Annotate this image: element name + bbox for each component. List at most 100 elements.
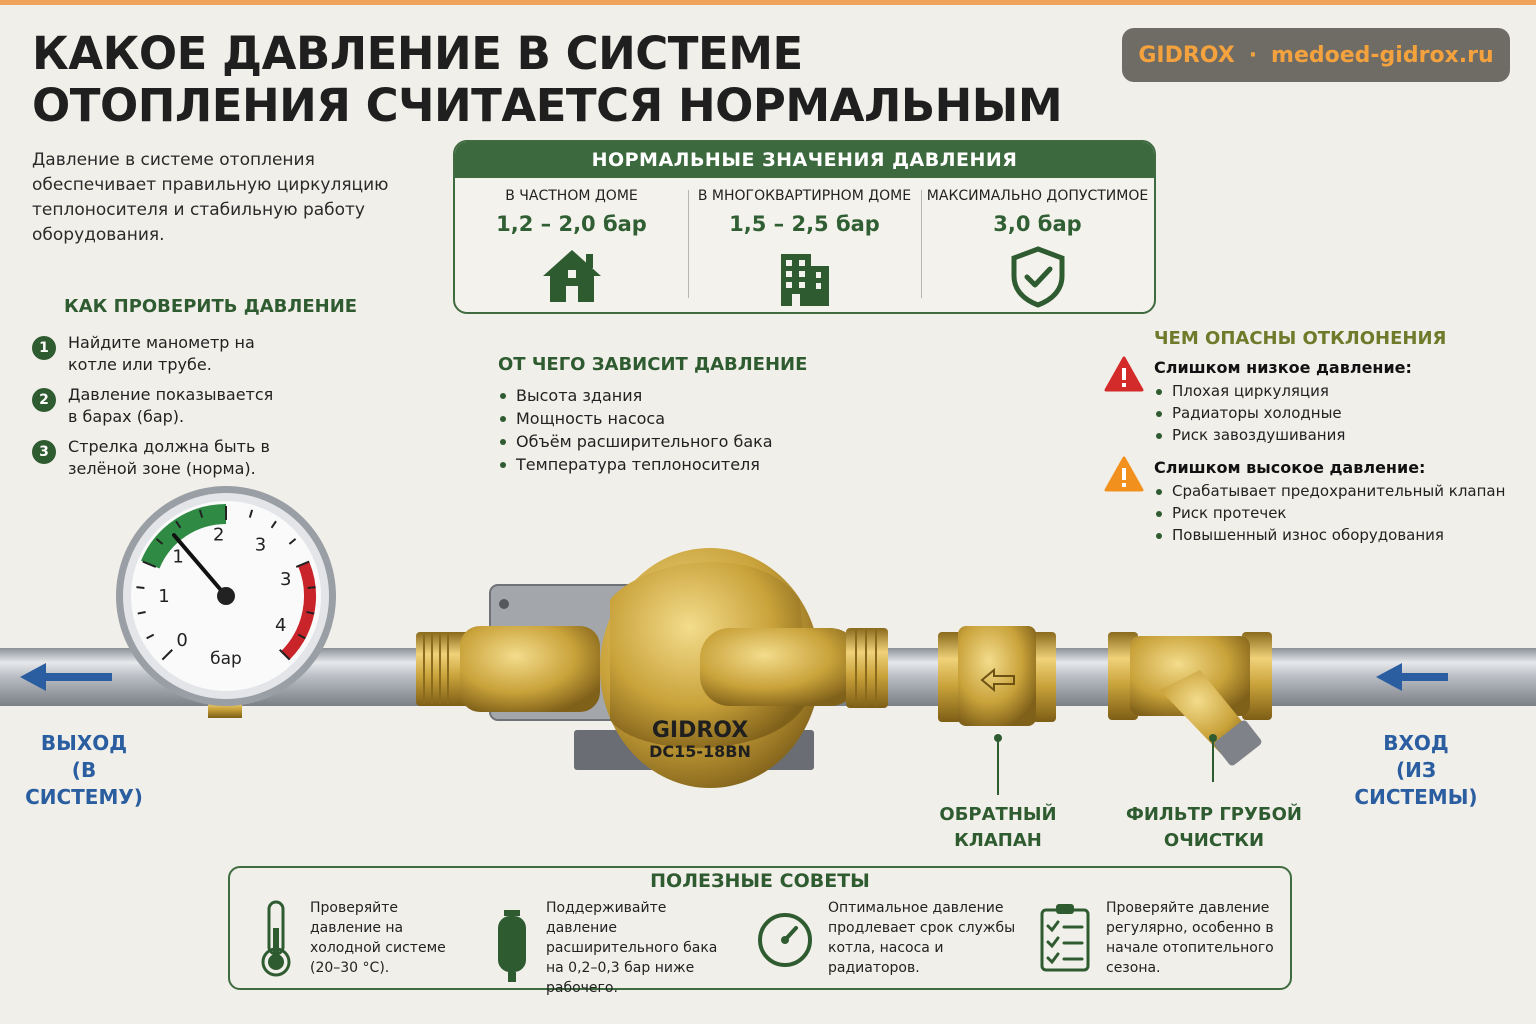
dangers-heading: ЧЕМ ОПАСНЫ ОТКЛОНЕНИЯ	[1154, 328, 1447, 349]
gauge-icon	[758, 913, 812, 967]
check-step: 2 Давление показывается в барах (бар).	[32, 384, 392, 428]
gauge-tick	[248, 509, 254, 518]
thermometer-icon	[261, 900, 291, 977]
check-steps: 1 Найдите манометр на котле или трубе. 2…	[32, 332, 392, 488]
tips-heading: ПОЛЕЗНЫЕ СОВЕТЫ	[650, 870, 870, 892]
check-valve-label-line2: КЛАПАН	[954, 830, 1042, 851]
norm-label: МАКСИМАЛЬНО ДОПУСТИМОЕ	[926, 188, 1149, 204]
checklist-icon	[1040, 904, 1090, 972]
norm-value: 3,0 бар	[993, 212, 1082, 236]
tip-item: Проверяйте давление регулярно, особенно …	[1038, 898, 1286, 978]
normal-max-allowed: МАКСИМАЛЬНО ДОПУСТИМОЕ 3,0 бар	[921, 178, 1154, 312]
gauge-tick	[161, 649, 173, 661]
title-line-2: отопления считается нормальным	[32, 79, 1063, 132]
tip-text: Проверяйте давление на холодной системе …	[310, 900, 446, 976]
gauge-tick	[146, 633, 155, 640]
check-valve-label-line1: ОБРАТНЫЙ	[939, 804, 1057, 825]
tip-item: Поддерживайте давление расширительного б…	[492, 898, 736, 998]
circulation-pump: GIDROX DC15-18BN	[416, 548, 888, 788]
house-icon	[542, 250, 601, 302]
shield-check-icon	[1011, 246, 1064, 308]
expansion-tank-icon	[498, 910, 526, 982]
step-number: 1	[32, 336, 56, 360]
list-item: Температура теплоносителя	[498, 453, 773, 476]
norm-value: 1,2 – 2,0 бар	[496, 212, 647, 236]
gauge-tick	[295, 560, 310, 568]
brand-site-link[interactable]: medoed-gidrox.ru	[1271, 42, 1494, 68]
step-text: Найдите манометр на котле или трубе.	[68, 333, 255, 374]
pump-brand: GIDROX	[652, 718, 748, 743]
gauge-tick	[155, 538, 164, 545]
gauge-tick	[307, 586, 316, 589]
list-item: Радиаторы холодные	[1154, 402, 1345, 424]
list-item: Риск завоздушивания	[1154, 424, 1345, 446]
pressure-gauge: 0 11 2 33 4 бар	[116, 486, 336, 718]
outlet-label-line1: ВЫХОД	[40, 731, 128, 755]
gauge-tick-label: 1	[172, 547, 183, 568]
list-item: Мощность насоса	[498, 407, 773, 430]
tip-text: Оптимальное давление продлевает срок слу…	[828, 900, 1016, 976]
gauge-tick-label: 3	[255, 534, 266, 555]
list-item: Высота здания	[498, 384, 773, 407]
filter-label-line1: ФИЛЬТР ГРУБОЙ	[1126, 804, 1302, 825]
tips-panel: ПОЛЕЗНЫЕ СОВЕТЫ Проверяйте давление на х…	[228, 866, 1292, 996]
depends-heading: ОТ ЧЕГО ЗАВИСИТ ДАВЛЕНИЕ	[498, 354, 808, 375]
norm-value: 1,5 – 2,5 бар	[729, 212, 880, 236]
gauge-tick-label: 3	[280, 569, 291, 590]
outlet-label: ВЫХОД (В СИСТЕМУ)	[14, 730, 154, 811]
depends-list: Высота здания Мощность насоса Объём расш…	[498, 384, 773, 476]
gauge-tick-label: 0	[176, 630, 187, 651]
normal-values-heading: НОРМАЛЬНЫЕ ЗНАЧЕНИЯ ДАВЛЕНИЯ	[455, 142, 1154, 178]
page-title: Какое давление в системе отопления счита…	[32, 28, 1092, 132]
tip-item: Оптимальное давление продлевает срок слу…	[756, 898, 1028, 978]
top-accent-bar	[0, 0, 1536, 5]
warning-red-icon	[1104, 356, 1144, 392]
title-line-1: Какое давление в системе	[32, 27, 803, 80]
strainer-filter	[1108, 632, 1272, 782]
check-valve	[938, 626, 1056, 795]
filter-label-line2: ОЧИСТКИ	[1163, 830, 1265, 851]
brand-name: GIDROX	[1138, 42, 1235, 68]
high-pressure-list: Срабатывает предохранительный клапан Рис…	[1154, 480, 1505, 546]
normal-apartment-building: В МНОГОКВАРТИРНОМ ДОМЕ 1,5 – 2,5 бар	[688, 178, 921, 312]
check-valve-label: ОБРАТНЫЙ КЛАПАН	[928, 802, 1068, 854]
tip-text: Поддерживайте давление расширительного б…	[546, 900, 718, 996]
check-step: 3 Стрелка должна быть в зелёной зоне (но…	[32, 436, 392, 480]
intro-text: Давление в системе отопления обеспечивае…	[32, 150, 389, 245]
gauge-tick	[198, 509, 204, 518]
brand-badge[interactable]: GIDROX · medoed-gidrox.ru	[1122, 28, 1510, 82]
inlet-arrow-icon	[1376, 663, 1448, 691]
inlet-label: ВХОД (ИЗ СИСТЕМЫ)	[1338, 730, 1494, 811]
tip-text: Проверяйте давление регулярно, особенно …	[1106, 900, 1274, 976]
pump-model: DC15-18BN	[649, 742, 751, 761]
gauge-tick-label: 4	[275, 615, 286, 636]
building-icon	[780, 254, 829, 306]
outlet-arrow-icon	[20, 663, 112, 691]
low-pressure-list: Плохая циркуляция Радиаторы холодные Рис…	[1154, 380, 1345, 446]
norm-label: В ЧАСТНОМ ДОМЕ	[505, 188, 638, 204]
filter-label: ФИЛЬТР ГРУБОЙ ОЧИСТКИ	[1124, 802, 1304, 854]
list-item: Срабатывает предохранительный клапан	[1154, 480, 1505, 502]
check-step: 1 Найдите манометр на котле или трубе.	[32, 332, 392, 376]
gauge-needle	[172, 533, 228, 598]
gauge-tick	[297, 633, 306, 640]
tip-item: Проверяйте давление на холодной системе …	[256, 898, 472, 978]
gauge-unit: бар	[210, 649, 242, 669]
gauge-tick	[142, 560, 157, 568]
brand-separator: ·	[1248, 42, 1258, 68]
warning-orange-icon	[1104, 456, 1144, 492]
gauge-tick-label: 2	[213, 524, 224, 545]
normal-private-house: В ЧАСТНОМ ДОМЕ 1,2 – 2,0 бар	[455, 178, 688, 312]
inlet-label-line1: ВХОД	[1383, 731, 1449, 755]
gauge-tick	[288, 538, 297, 545]
step-text: Давление показывается в барах (бар).	[68, 385, 274, 426]
gauge-tick-label: 1	[158, 586, 169, 607]
normal-values-panel: НОРМАЛЬНЫЕ ЗНАЧЕНИЯ ДАВЛЕНИЯ В ЧАСТНОМ Д…	[453, 140, 1156, 314]
list-item: Повышенный износ оборудования	[1154, 524, 1505, 546]
gauge-tick	[279, 649, 291, 661]
list-item: Объём расширительного бака	[498, 430, 773, 453]
norm-label: В МНОГОКВАРТИРНОМ ДОМЕ	[697, 188, 912, 204]
list-item: Плохая циркуляция	[1154, 380, 1345, 402]
gauge-tick	[306, 611, 315, 615]
